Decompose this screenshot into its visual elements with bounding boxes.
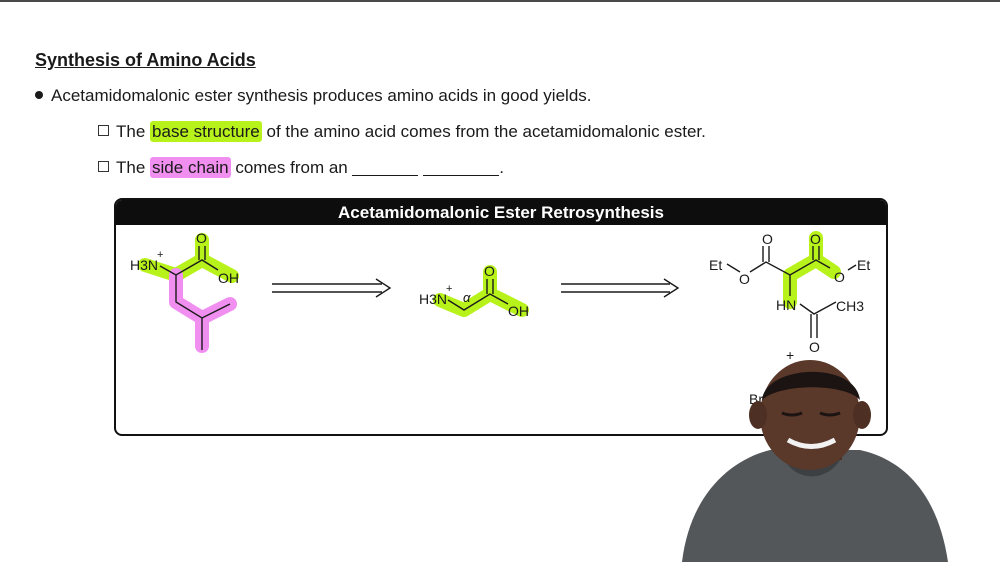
- leucine-h3n-label: H3N: [130, 257, 158, 273]
- checkbox-square-icon: [98, 161, 109, 172]
- bullet-dot-icon: [35, 91, 43, 99]
- presenter-video: [682, 360, 948, 562]
- sub1-pre: The: [116, 122, 151, 141]
- leucine-oh-label: OH: [218, 270, 239, 286]
- alpha-carbon-label: α: [463, 290, 471, 305]
- amide-hn-label: HN: [776, 297, 796, 313]
- fill-in-blank-1: [352, 161, 419, 176]
- ester-right-carbonyl-o-label: O: [810, 231, 821, 247]
- checkbox-square-icon: [98, 125, 109, 136]
- retrosynthesis-panel: Acetamidomalonic Ester Retrosynthesis: [114, 198, 888, 436]
- page-title: Synthesis of Amino Acids: [35, 50, 256, 70]
- retro-arrow-2: [561, 278, 680, 298]
- top-border: [0, 0, 1000, 2]
- sub-bullet-base-structure: The base structure of the amino acid com…: [98, 121, 706, 142]
- sub-bullet-side-chain: The side chain comes from an .: [98, 157, 504, 178]
- ester-left-o-label: O: [739, 271, 750, 287]
- glycine-carbonyl-o-label: O: [484, 263, 495, 279]
- ester-right-o-label: O: [834, 269, 845, 285]
- panel-title: Acetamidomalonic Ester Retrosynthesis: [116, 200, 886, 225]
- fill-in-blank-2: [423, 161, 500, 176]
- glycine-structure: H3N + α O OH: [419, 263, 529, 319]
- glycine-charge-label: +: [446, 283, 452, 295]
- sub2-end: .: [499, 158, 504, 177]
- plus-sign: +: [786, 347, 794, 363]
- leucine-carbonyl-o-label: O: [196, 230, 207, 246]
- amide-o-label: O: [809, 339, 820, 355]
- acetamidomalonic-ester-structure: Et O O O O Et HN CH3 O: [709, 231, 870, 355]
- sub2-post: comes from an: [230, 158, 353, 177]
- retro-arrow-1: [272, 278, 392, 298]
- bullet-point: Acetamidomalonic ester synthesis produce…: [35, 86, 592, 106]
- sub2-pre: The: [116, 158, 151, 177]
- sub1-post: of the amino acid comes from the acetami…: [261, 122, 706, 141]
- glycine-h3n-label: H3N: [419, 291, 447, 307]
- ester-right-et-label: Et: [857, 257, 870, 273]
- leucine-charge-label: +: [157, 249, 163, 261]
- bullet-text: Acetamidomalonic ester synthesis produce…: [51, 86, 592, 105]
- leucine-structure: H3N + O OH: [130, 230, 239, 353]
- ester-left-carbonyl-o-label: O: [762, 231, 773, 247]
- glycine-oh-label: OH: [508, 303, 529, 319]
- acetyl-ch3-label: CH3: [836, 298, 864, 314]
- highlight-side-chain: side chain: [150, 157, 231, 178]
- ester-left-et-label: Et: [709, 257, 722, 273]
- highlight-base-structure: base structure: [150, 121, 262, 142]
